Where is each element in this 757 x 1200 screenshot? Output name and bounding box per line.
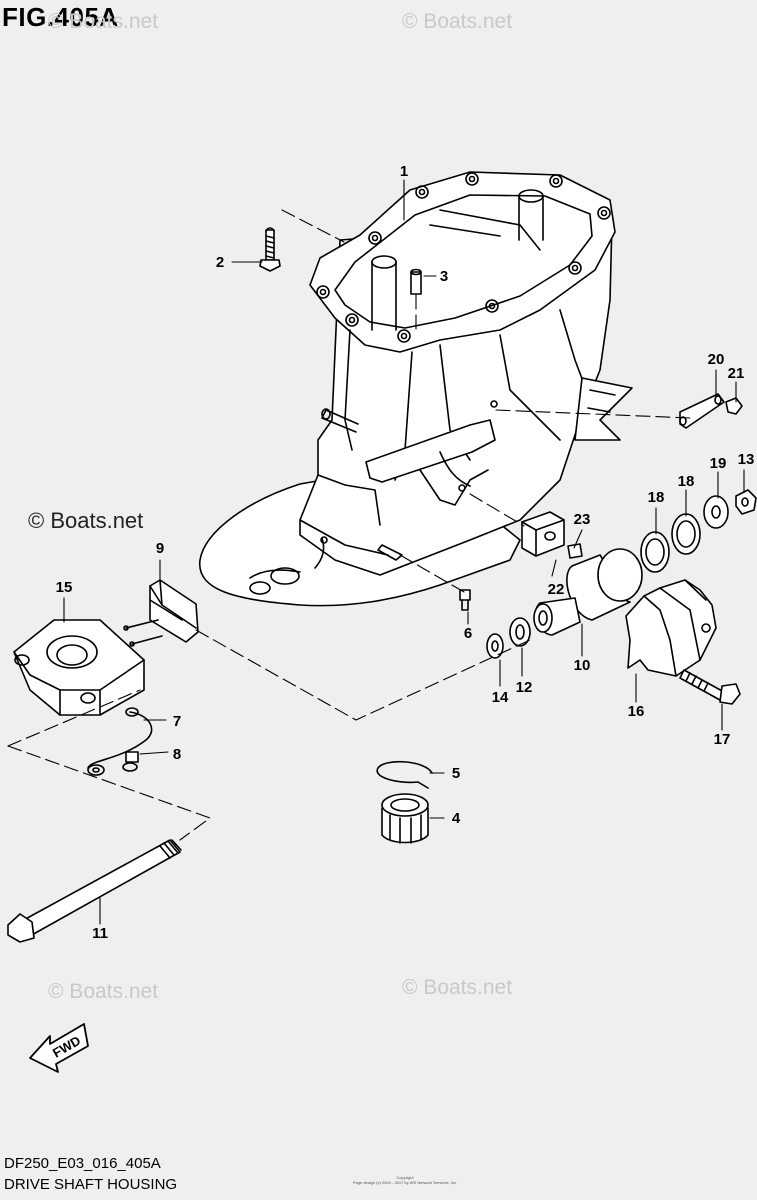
dowel-pin-part-3[interactable] <box>410 268 422 295</box>
callout-labels: 1 2 3 4 5 6 7 8 9 10 11 12 13 14 15 16 1… <box>56 163 755 942</box>
callout-22: 22 <box>548 581 565 598</box>
mount-rubber-part-10[interactable] <box>533 548 643 636</box>
callout-10: 10 <box>574 657 591 674</box>
bolt-part-2[interactable] <box>259 227 281 272</box>
copyright-line: Copyright <box>396 1175 414 1180</box>
copyright-notice: Copyright Page design (c) 2004 - 2017 by… <box>345 1175 465 1185</box>
screw-part-21[interactable] <box>725 397 743 415</box>
callout-7: 7 <box>173 713 181 730</box>
callout-14: 14 <box>492 689 509 706</box>
grommet-part-9[interactable] <box>123 579 199 647</box>
watermark: © Boats.net <box>402 976 513 999</box>
watermark: © Boats.net <box>28 508 144 533</box>
callout-20: 20 <box>708 351 725 368</box>
callout-5: 5 <box>452 765 460 782</box>
callout-16: 16 <box>628 703 645 720</box>
watermark: © Boats.net <box>48 980 159 1003</box>
ground-wire-part-7[interactable] <box>87 707 153 776</box>
figure-title: FIG.405A <box>2 2 119 32</box>
bushing-part-4[interactable] <box>381 793 429 844</box>
washer-part-18[interactable] <box>671 513 701 555</box>
nut-part-13[interactable] <box>735 489 757 515</box>
diagram-code: DF250_E03_016_405A <box>4 1155 161 1172</box>
callout-18: 18 <box>648 489 665 506</box>
bolt-part-17[interactable] <box>679 669 741 705</box>
watermark: © Boats.net <box>402 10 513 33</box>
screw-part-6[interactable] <box>459 589 471 611</box>
watermark: © Boats.net <box>48 10 159 33</box>
callout-4: 4 <box>452 810 461 827</box>
assembly-guide-lines <box>7 179 745 925</box>
drive-shaft-housing-part[interactable] <box>199 171 633 607</box>
callout-13: 13 <box>738 451 755 468</box>
callout-8: 8 <box>173 746 181 763</box>
callout-11: 11 <box>92 925 108 942</box>
washer-part-18[interactable] <box>640 531 670 573</box>
mount-cover-part-16[interactable] <box>625 579 717 677</box>
callout-19: 19 <box>710 455 727 472</box>
bracket-part-20[interactable] <box>679 393 725 429</box>
washer-part-12[interactable] <box>509 617 531 647</box>
callout-1: 1 <box>400 163 408 180</box>
stud-part-11[interactable] <box>7 839 182 943</box>
callout-17: 17 <box>714 731 731 748</box>
diagram-subtitle: DRIVE SHAFT HOUSING <box>4 1176 178 1193</box>
callout-2: 2 <box>216 254 224 271</box>
washer-part-19[interactable] <box>703 495 729 529</box>
callout-23: 23 <box>574 511 591 528</box>
callout-12: 12 <box>516 679 533 696</box>
copyright-line: Page design (c) 2004 - 2017 by ARI Netwo… <box>352 1180 458 1185</box>
callout-21: 21 <box>728 365 745 382</box>
screw-part-8[interactable] <box>122 751 139 772</box>
circlip-part-5[interactable] <box>376 760 433 789</box>
callout-18: 18 <box>678 473 695 490</box>
callout-3: 3 <box>440 268 448 285</box>
forward-direction-arrow: FWD <box>29 1023 89 1073</box>
callout-9: 9 <box>156 540 164 557</box>
washer-part-14[interactable] <box>486 633 504 659</box>
clamp-block-part-15[interactable] <box>13 619 145 716</box>
block-part-22[interactable] <box>521 511 565 557</box>
callout-6: 6 <box>464 625 472 642</box>
callout-15: 15 <box>56 579 73 596</box>
